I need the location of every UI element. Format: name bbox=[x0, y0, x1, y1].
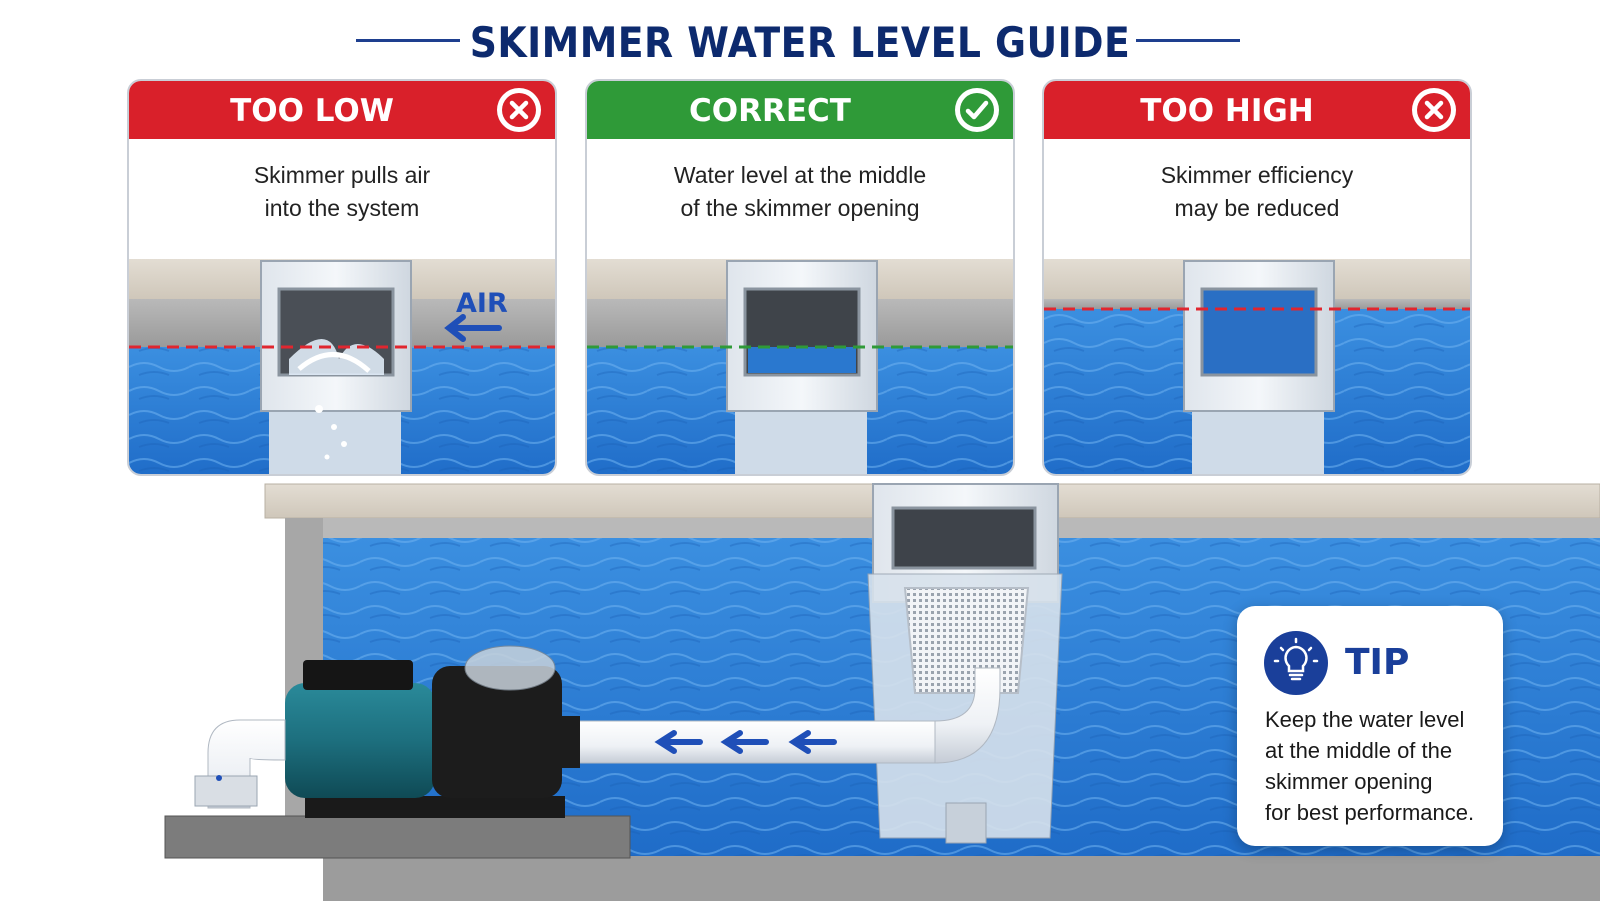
arrow-left-icon bbox=[444, 314, 502, 342]
tip-text: Keep the water level at the middle of th… bbox=[1265, 704, 1500, 828]
arrow-left-icon bbox=[654, 730, 703, 754]
panel-too-high: TOO HIGH Skimmer efficiency may be reduc… bbox=[1042, 79, 1472, 476]
panel-label: TOO LOW bbox=[230, 93, 394, 129]
x-circle-icon bbox=[497, 88, 541, 132]
desc-line: into the system bbox=[264, 195, 420, 221]
desc-line: Skimmer pulls air bbox=[253, 162, 431, 188]
suction-pipe bbox=[577, 667, 1001, 764]
arrow-left-icon bbox=[720, 730, 769, 754]
tip-line: Keep the water level bbox=[1265, 707, 1465, 732]
panel-description: Skimmer pulls air into the system bbox=[129, 139, 555, 259]
tip-title: TIP bbox=[1345, 642, 1410, 683]
title-bar: SKIMMER WATER LEVEL GUIDE bbox=[0, 10, 1600, 70]
desc-line: Water level at the middle bbox=[673, 162, 927, 188]
desc-line: may be reduced bbox=[1174, 195, 1340, 221]
arrow-left-icon bbox=[788, 730, 837, 754]
x-circle-icon bbox=[1412, 88, 1456, 132]
air-callout: AIR bbox=[456, 288, 508, 319]
panel-header: CORRECT bbox=[587, 81, 1013, 139]
title-rule-right bbox=[1136, 39, 1240, 42]
panel-header: TOO LOW bbox=[129, 81, 555, 139]
panel-correct: CORRECT Water level at the middle of the… bbox=[585, 79, 1015, 476]
panel-label: CORRECT bbox=[689, 93, 851, 129]
desc-line: Skimmer efficiency bbox=[1160, 162, 1354, 188]
tip-line: for best performance. bbox=[1265, 800, 1475, 825]
desc-line: of the skimmer opening bbox=[680, 195, 920, 221]
skimmer-scene-too-high bbox=[1044, 259, 1470, 474]
lightbulb-icon bbox=[1263, 630, 1329, 696]
tip-line: skimmer opening bbox=[1265, 769, 1433, 794]
check-circle-icon bbox=[955, 88, 999, 132]
panel-header: TOO HIGH bbox=[1044, 81, 1470, 139]
panel-label: TOO HIGH bbox=[1140, 93, 1314, 129]
page-title: SKIMMER WATER LEVEL GUIDE bbox=[469, 18, 1131, 67]
panel-description: Skimmer efficiency may be reduced bbox=[1044, 139, 1470, 259]
panel-description: Water level at the middle of the skimmer… bbox=[587, 139, 1013, 259]
skimmer-scene-too-low bbox=[129, 259, 555, 474]
tip-line: at the middle of the bbox=[1265, 738, 1453, 763]
tip-card: TIP Keep the water level at the middle o… bbox=[1237, 606, 1503, 846]
pool-pump bbox=[164, 645, 631, 859]
skimmer-scene-correct bbox=[587, 259, 1013, 474]
panel-too-low: TOO LOW Skimmer pulls air into the syste… bbox=[127, 79, 557, 476]
title-rule-left bbox=[356, 39, 460, 42]
skimmer-assembly bbox=[867, 483, 1063, 844]
